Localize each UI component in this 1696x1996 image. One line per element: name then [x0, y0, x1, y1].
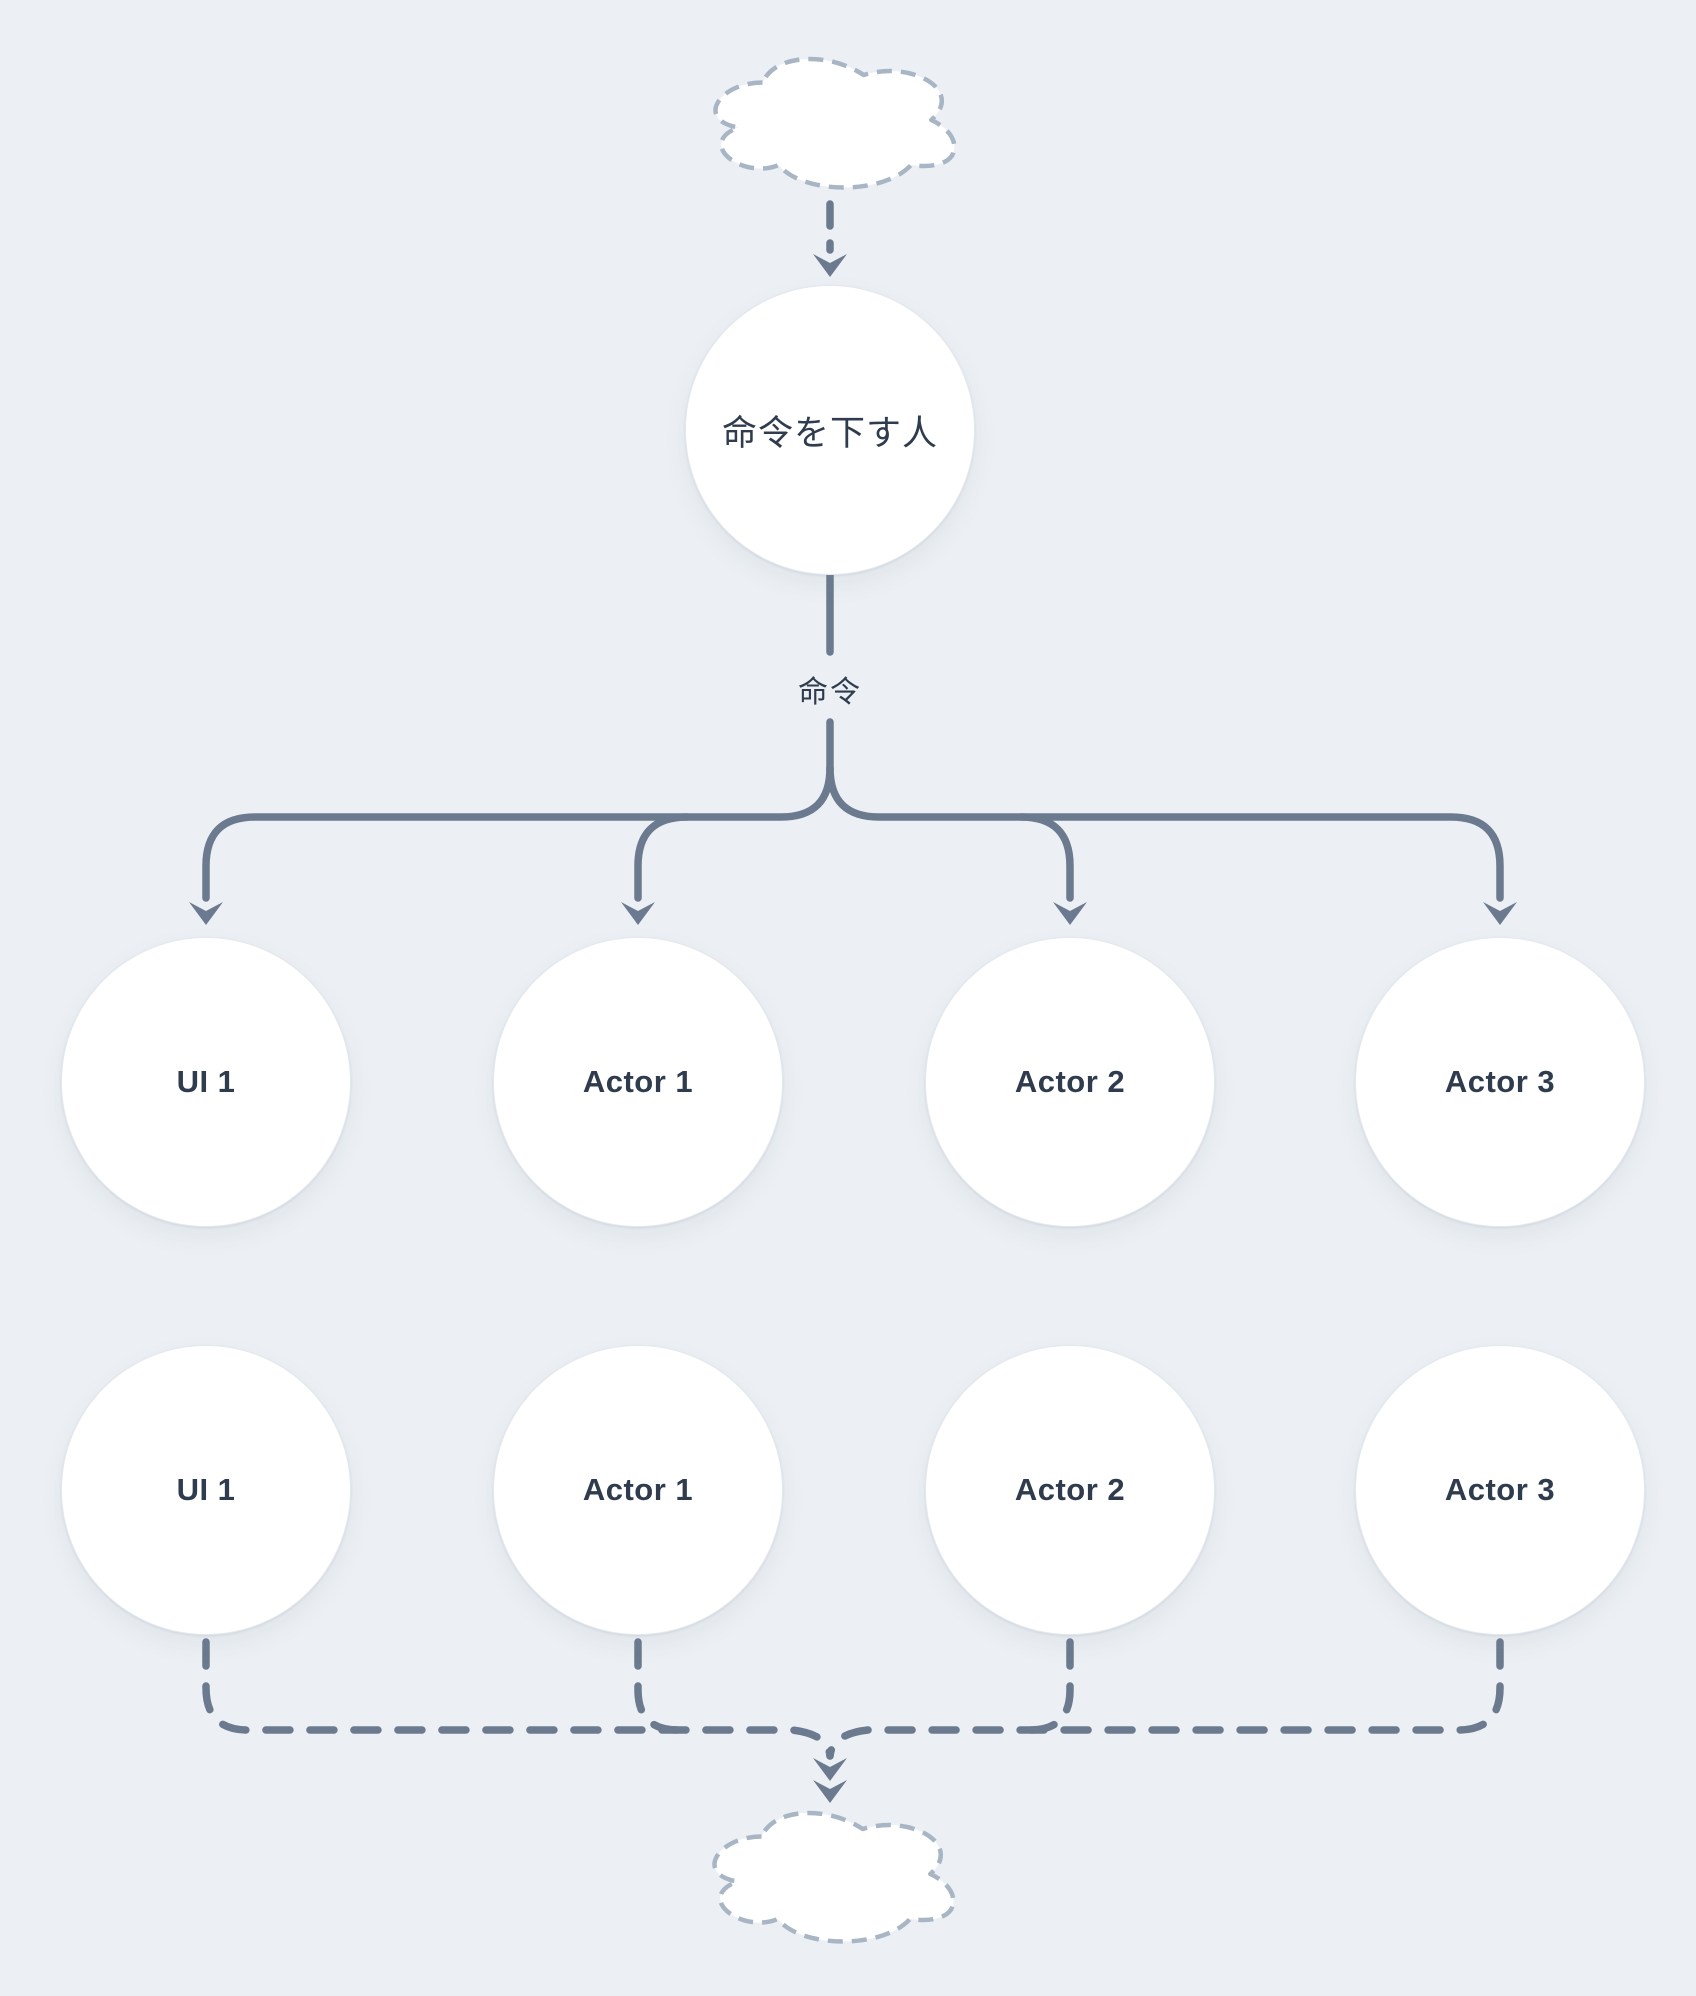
arrow-down-icon [189, 902, 223, 925]
arrow-down-icon [1053, 902, 1087, 925]
edge-label-command: 命令 [798, 676, 862, 709]
node-row2-ui1[interactable]: UI 1 [61, 1345, 351, 1635]
arrow-down-icon [813, 254, 847, 277]
node-label: Actor 1 [582, 1064, 694, 1099]
branch-left-outer [202, 764, 834, 902]
node-row1-ui1[interactable]: UI 1 [61, 937, 351, 1227]
node-label: 命令を下す人 [721, 413, 938, 453]
arrow-down-icon [813, 1780, 847, 1803]
node-row1-actor3[interactable]: Actor 3 [1355, 937, 1645, 1227]
cloud-icon [713, 56, 957, 190]
converge-right-outer [826, 1638, 1504, 1760]
converge-right-inner [1026, 1638, 1074, 1734]
node-label: UI 1 [176, 1064, 236, 1099]
cloud-icon [712, 1810, 956, 1944]
edge-command-tree[interactable] [189, 568, 1517, 925]
top-cloud-shape[interactable] [713, 56, 957, 190]
edge-cloud-to-top-node[interactable] [813, 200, 847, 277]
node-commander[interactable]: 命令を下す人 [685, 285, 975, 575]
arrow-down-icon [621, 902, 655, 925]
converge-left-inner [634, 1638, 682, 1734]
node-label: Actor 2 [1014, 1472, 1126, 1507]
edge-converge-tree[interactable] [202, 1638, 1504, 1803]
node-label: Actor 3 [1444, 1472, 1556, 1507]
node-label: Actor 3 [1444, 1064, 1556, 1099]
node-label: Actor 2 [1014, 1064, 1126, 1099]
node-row1-actor2[interactable]: Actor 2 [925, 937, 1215, 1227]
node-label: UI 1 [176, 1472, 236, 1507]
node-row2-actor3[interactable]: Actor 3 [1355, 1345, 1645, 1635]
bottom-cloud-shape[interactable] [712, 1810, 956, 1944]
converge-left-outer [202, 1638, 834, 1760]
branch-right-outer [826, 764, 1504, 902]
node-row2-actor2[interactable]: Actor 2 [925, 1345, 1215, 1635]
branch-right-inner [1017, 813, 1074, 902]
node-label: Actor 1 [582, 1472, 694, 1507]
node-row1-actor1[interactable]: Actor 1 [493, 937, 783, 1227]
arrow-down-icon [1483, 902, 1517, 925]
node-row2-actor1[interactable]: Actor 1 [493, 1345, 783, 1635]
branch-left-inner [634, 813, 691, 902]
arrow-down-icon [813, 1758, 847, 1781]
